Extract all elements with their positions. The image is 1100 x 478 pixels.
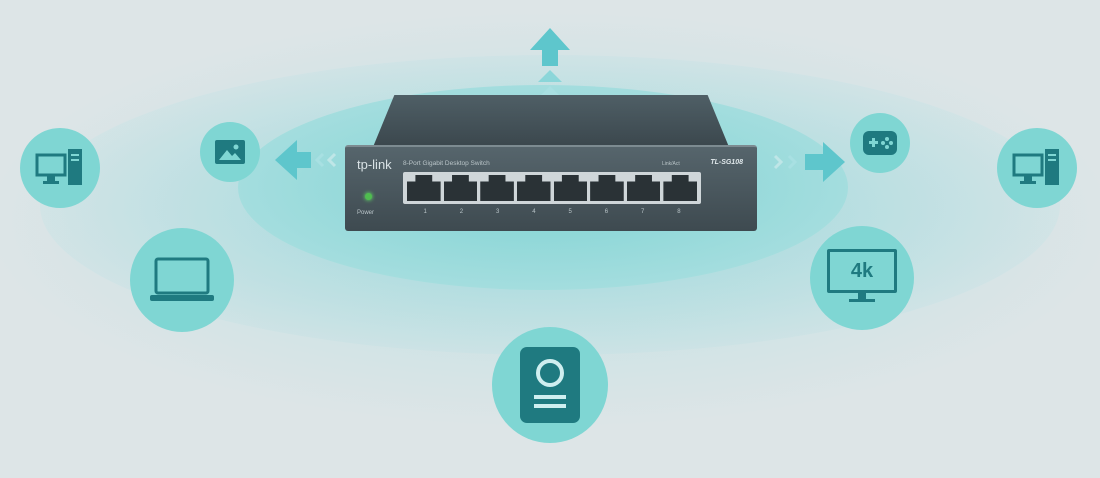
ethernet-port [626,175,661,201]
arrow-left-icon [275,140,337,180]
laptop-device [130,228,234,332]
port-number: 5 [568,209,572,215]
desktop-pc-right [997,128,1077,208]
ethernet-port [553,175,588,201]
brand-logo: tp-link [357,157,392,172]
desktop-computer-icon [1012,149,1059,185]
ethernet-port [590,175,624,201]
switch-top-panel [373,95,729,147]
photo-device [200,122,260,182]
port-numbers: 1 2 3 4 5 6 7 8 [403,209,701,215]
port-number: 6 [604,209,609,215]
ethernet-port [480,175,514,201]
arrow-right-icon [773,142,845,182]
desktop-computer-icon [35,149,82,185]
ethernet-ports [403,172,701,204]
port-number: 3 [495,209,500,215]
image-icon [215,140,245,164]
game-device [850,113,910,173]
monitor-label: 4k [827,249,897,293]
port-number: 1 [423,209,427,215]
4k-monitor-device: 4k [810,226,914,330]
laptop-icon [150,257,214,301]
power-label: Power [357,210,375,216]
network-switch: tp-link 8-Port Gigabit Desktop Switch Li… [345,95,757,231]
power-led [365,193,372,200]
ethernet-port [443,175,478,201]
link-act-label: Link/Act [662,161,680,167]
switch-description: 8-Port Gigabit Desktop Switch [403,160,490,167]
switch-front-panel: tp-link 8-Port Gigabit Desktop Switch Li… [345,145,757,231]
desktop-pc-left [20,128,100,208]
storage-device [492,327,608,443]
model-label: TL-SG108 [710,159,743,166]
nas-drive-icon [520,347,580,423]
port-number: 7 [640,209,645,215]
ethernet-port [516,175,551,201]
ethernet-port [407,175,441,201]
port-number: 2 [459,209,464,215]
ethernet-port [663,175,697,201]
monitor-4k-icon: 4k [827,249,897,307]
arrow-up-icon [530,28,570,96]
port-number: 8 [677,209,681,215]
port-number: 4 [532,209,536,215]
gamepad-icon [863,131,897,155]
